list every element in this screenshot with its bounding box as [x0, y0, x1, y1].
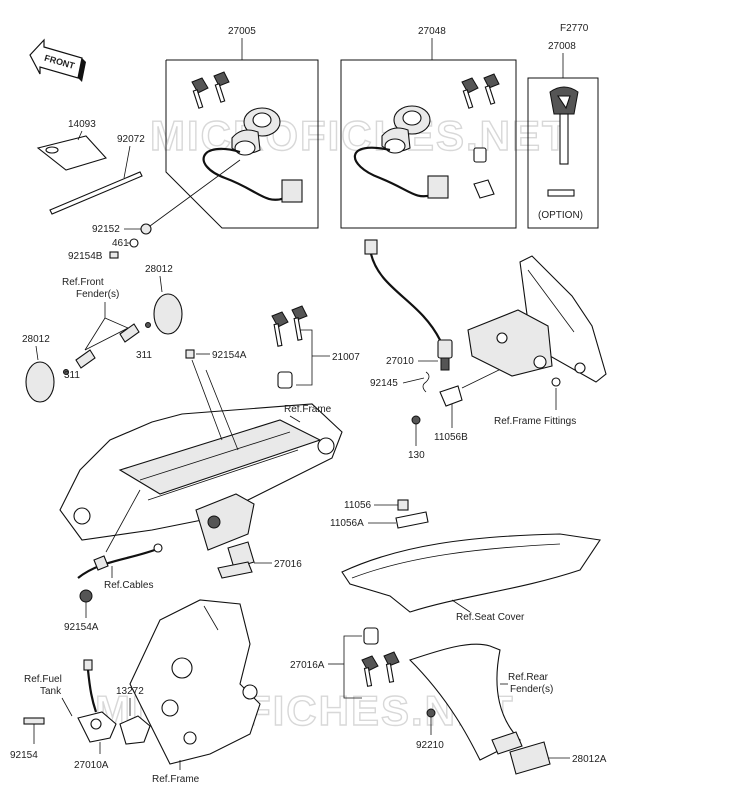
nut-icon	[140, 223, 152, 235]
kit-box-27048: 27048	[340, 26, 517, 229]
bolt-icon	[109, 251, 119, 259]
label-ref-frame-top: Ref.Frame	[284, 404, 332, 415]
label-ref-fuel-tank-2: Tank	[40, 686, 62, 697]
front-arrow-icon: FRONT	[29, 38, 86, 82]
label-92145: 92145	[370, 378, 398, 389]
reflector-icon	[153, 293, 183, 335]
label-28012A: 28012A	[572, 754, 607, 765]
label-92154B: 92154B	[68, 251, 103, 262]
label-92072: 92072	[117, 134, 145, 145]
watermark-top: MICROFICHES.NET	[150, 112, 570, 159]
main-frame-icon	[59, 359, 343, 579]
label-11056: 11056	[344, 500, 372, 511]
kit-box-27005: 27005	[165, 26, 319, 229]
label-311-right: 311	[136, 350, 152, 361]
kit-box-27008: F2770 27008 (OPTION)	[527, 23, 599, 229]
part-27016A-icon	[361, 627, 400, 687]
label-F2770: F2770	[560, 23, 589, 34]
ignition-switch-icon	[231, 107, 281, 156]
label-ref-fuel-tank-1: Ref.Fuel	[24, 674, 62, 685]
nut-icon	[79, 589, 93, 603]
label-311-left: 311	[64, 370, 80, 381]
label-ref-front-fender-2: Fender(s)	[76, 289, 119, 300]
label-ref-rear-fender-1: Ref.Rear	[508, 672, 549, 683]
label-92154: 92154	[10, 750, 38, 761]
label-ref-rear-fender-2: Fender(s)	[510, 684, 553, 695]
lock-cylinder-icon	[473, 179, 495, 199]
label-27005: 27005	[228, 26, 256, 37]
label-21007: 21007	[332, 352, 360, 363]
label-27016: 27016	[274, 559, 302, 570]
label-92154A-bottom: 92154A	[64, 622, 99, 633]
label-ref-frame-fittings: Ref.Frame Fittings	[494, 416, 576, 427]
label-13272: 13272	[116, 686, 144, 697]
label-27008: 27008	[548, 41, 576, 52]
part-27010A-icon	[77, 659, 117, 743]
label-28012-left: 28012	[22, 334, 50, 345]
rear-fender-icon	[408, 643, 551, 775]
bracket-icon	[395, 511, 429, 529]
key-blank-icon	[549, 86, 579, 165]
connector-icon	[427, 175, 449, 199]
label-14093: 14093	[68, 119, 96, 130]
label-92152: 92152	[92, 224, 120, 235]
plate-icon	[119, 715, 151, 745]
bolt-icon	[23, 717, 45, 725]
part-14093-icon	[36, 135, 143, 215]
bracket-icon	[439, 385, 463, 407]
label-ref-frame-bottom: Ref.Frame	[152, 774, 200, 785]
label-27010A: 27010A	[74, 760, 109, 771]
bolt-icon	[119, 323, 140, 343]
label-27010: 27010	[386, 356, 414, 367]
label-130: 130	[408, 450, 425, 461]
label-ref-front-fender-1: Ref.Front	[62, 277, 104, 288]
label-11056B: 11056B	[434, 432, 468, 443]
reflector-icon	[25, 361, 55, 403]
label-option: (OPTION)	[538, 210, 583, 221]
label-27048: 27048	[418, 26, 446, 37]
clip-icon	[397, 499, 409, 511]
nut-icon	[426, 708, 436, 718]
bolt-icon	[185, 349, 195, 359]
label-ref-seat-cover: Ref.Seat Cover	[456, 612, 525, 623]
label-92154A-top: 92154A	[212, 350, 247, 361]
label-11056A: 11056A	[330, 518, 364, 529]
option-mark-icon	[547, 189, 575, 197]
label-461: 461	[112, 238, 129, 249]
key-icon	[461, 73, 500, 109]
lock-cylinder-icon	[473, 147, 487, 163]
cable-icon	[77, 546, 161, 579]
label-28012-top: 28012	[145, 264, 173, 275]
bolt-icon	[411, 415, 421, 425]
lower-frame-icon	[129, 599, 261, 765]
seat-cover-icon	[341, 533, 601, 613]
label-27016A: 27016A	[290, 660, 325, 671]
label-ref-cables: Ref.Cables	[104, 580, 153, 591]
connector-icon	[281, 179, 303, 203]
label-92210: 92210	[416, 740, 444, 751]
part-27010-icon	[364, 239, 453, 371]
part-21007-icon	[271, 305, 308, 389]
washer-icon	[129, 238, 139, 248]
bolt-icon	[75, 349, 96, 369]
key-icon	[191, 71, 230, 109]
clip-icon	[422, 371, 430, 393]
frame-fittings-icon	[467, 255, 607, 387]
